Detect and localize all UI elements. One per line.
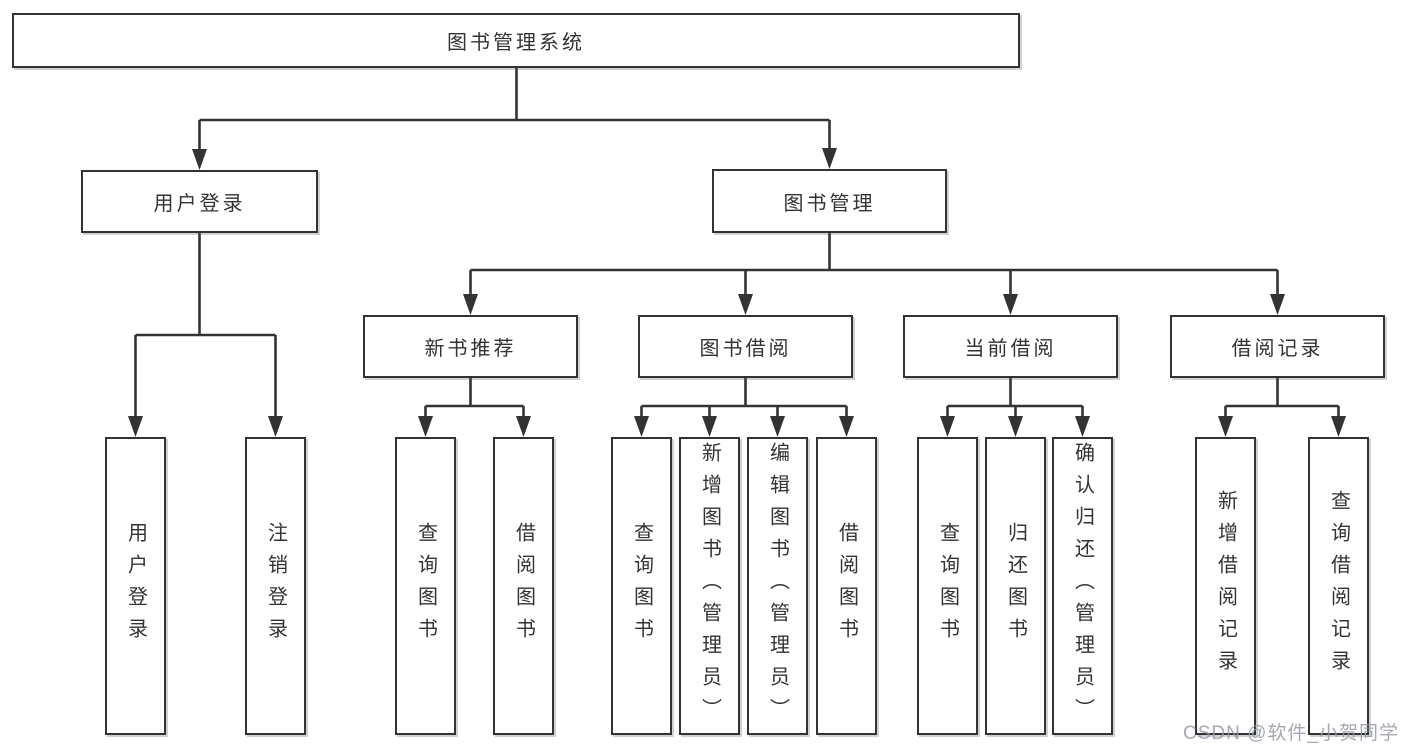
node-leaf-borrow-books-recommend: 借阅图书 <box>493 437 554 735</box>
node-leaf-query-books-borrowing: 查询图书 <box>611 437 672 735</box>
node-current-borrowing: 当前借阅 <box>903 315 1118 378</box>
node-leaf-query-books-current: 查询图书 <box>917 437 978 735</box>
leaf-label: 编辑图书（管理员） <box>766 442 789 730</box>
node-leaf-edit-books-admin: 编辑图书（管理员） <box>747 437 808 735</box>
node-book-management: 图书管理 <box>712 169 947 233</box>
node-leaf-return-books: 归还图书 <box>985 437 1046 735</box>
leaf-label: 用户登录 <box>124 522 147 650</box>
node-root-library-management-system: 图书管理系统 <box>12 13 1020 68</box>
leaf-label: 查询借阅记录 <box>1327 490 1350 682</box>
node-leaf-query-borrow-record: 查询借阅记录 <box>1308 437 1369 735</box>
leaf-label: 借阅图书 <box>512 522 535 650</box>
node-book-borrowing: 图书借阅 <box>638 315 853 378</box>
leaf-label: 注销登录 <box>264 522 287 650</box>
node-leaf-confirm-return-admin: 确认归还（管理员） <box>1052 437 1113 735</box>
leaf-label: 新增借阅记录 <box>1214 490 1237 682</box>
arrowheads <box>128 148 1346 437</box>
connector-segments <box>134 68 1340 420</box>
node-leaf-add-books-admin: 新增图书（管理员） <box>679 437 740 735</box>
node-user-login: 用户登录 <box>81 170 318 233</box>
node-leaf-query-books-recommend: 查询图书 <box>395 437 456 735</box>
leaf-label: 新增图书（管理员） <box>698 442 721 730</box>
leaf-label: 查询图书 <box>630 522 653 650</box>
node-leaf-user-login: 用户登录 <box>105 437 166 735</box>
leaf-label: 借阅图书 <box>835 522 858 650</box>
node-new-book-recommendation: 新书推荐 <box>363 315 578 378</box>
leaf-label: 查询图书 <box>414 522 437 650</box>
leaf-label: 确认归还（管理员） <box>1071 442 1094 730</box>
node-leaf-add-borrow-record: 新增借阅记录 <box>1195 437 1256 735</box>
node-leaf-borrow-books: 借阅图书 <box>816 437 877 735</box>
node-borrowing-records: 借阅记录 <box>1170 315 1385 378</box>
leaf-label: 查询图书 <box>936 522 959 650</box>
node-leaf-logout: 注销登录 <box>245 437 306 735</box>
leaf-label: 归还图书 <box>1004 522 1027 650</box>
csdn-watermark: CSDN @软件_小贺同学 <box>1183 723 1399 744</box>
